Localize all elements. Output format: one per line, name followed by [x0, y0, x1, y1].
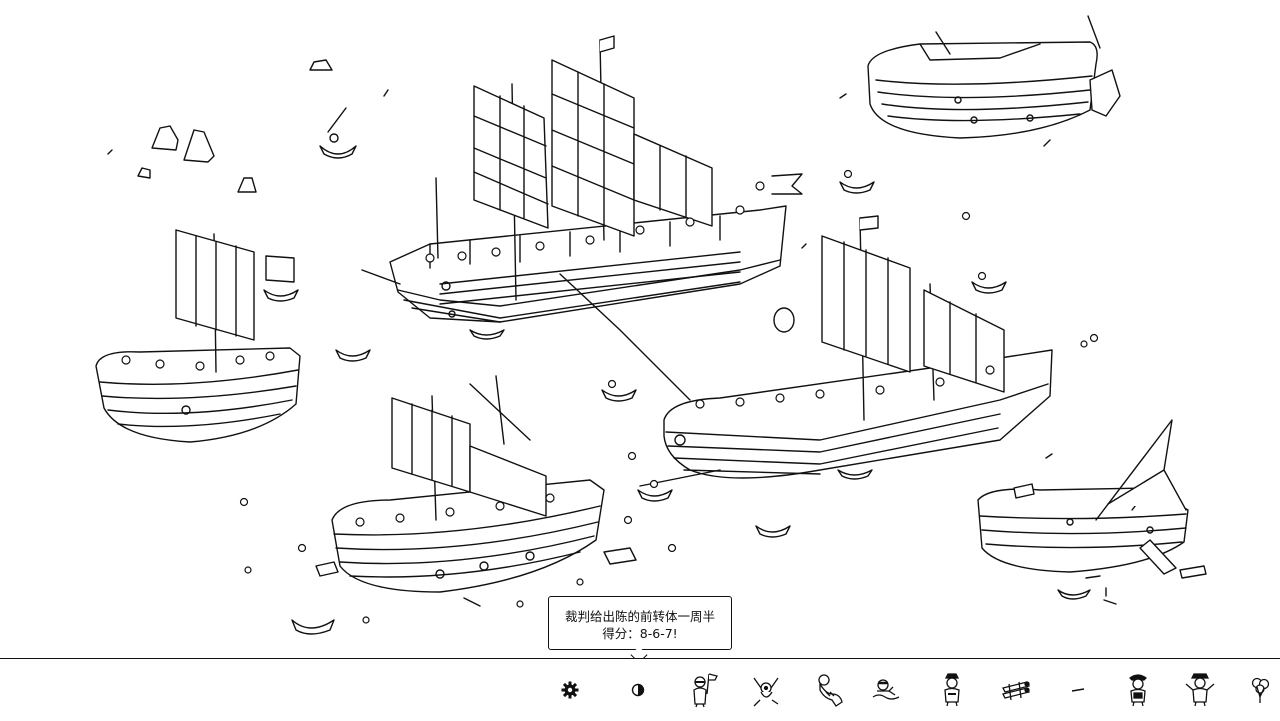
- hint-item-dancer-icon: [753, 677, 779, 707]
- swimmers[interactable]: [239, 169, 1099, 624]
- hint-slot-pirate[interactable]: [1118, 668, 1158, 712]
- hint-slot-sailor[interactable]: [932, 668, 972, 712]
- hint-slot-mermaid[interactable]: [810, 668, 850, 712]
- settings-button[interactable]: [550, 668, 590, 712]
- hint-item-balloon-icon: [1251, 677, 1270, 703]
- hint-item-flag-bearer-icon: [693, 673, 718, 708]
- junk-ship-right[interactable]: [559, 215, 1053, 487]
- hint-slot-ball[interactable]: [618, 668, 658, 712]
- hint-item-pirate-icon: [1129, 674, 1147, 707]
- junk-ship-large[interactable]: [361, 35, 803, 323]
- galleon-top-right[interactable]: [867, 15, 1121, 139]
- hint-slot-dancer[interactable]: [746, 668, 786, 712]
- hint-item-waving-person-icon: [1185, 673, 1215, 707]
- game-scene[interactable]: [0, 0, 1280, 658]
- hint-item-ball-icon: [631, 683, 645, 697]
- hint-slot-swimmer[interactable]: [866, 668, 906, 712]
- hint-item-logs-icon: [1002, 681, 1030, 701]
- hint-item-sailor-icon: [944, 673, 960, 707]
- hint-tooltip: 裁判给出陈的前转体一周半 得分：8-6-7!: [548, 596, 732, 664]
- hint-slot-flag-bearer[interactable]: [682, 668, 722, 712]
- hint-slot-dash[interactable]: [1058, 668, 1098, 712]
- hint-line-2: 得分：8-6-7!: [602, 626, 678, 641]
- rocks-cluster[interactable]: [137, 59, 333, 193]
- hint-item-swimmer-icon: [872, 679, 900, 700]
- rowboat-small[interactable]: [319, 107, 357, 159]
- hint-line-1: 裁判给出陈的前转体一周半: [564, 609, 715, 624]
- hint-item-dash-icon: [1071, 688, 1085, 692]
- ship-bottom-left[interactable]: [331, 375, 605, 593]
- floating-debris[interactable]: [107, 89, 1207, 607]
- hint-item-mermaid-icon: [818, 674, 843, 707]
- hint-slot-balloon[interactable]: [1240, 668, 1280, 712]
- shipwreck-right[interactable]: [977, 419, 1189, 575]
- rowboats[interactable]: [263, 181, 1091, 635]
- hint-slot-logs[interactable]: [996, 668, 1036, 712]
- settings-gear-icon: [561, 681, 579, 699]
- ship-left[interactable]: [95, 229, 301, 443]
- hint-slot-waving-person[interactable]: [1180, 668, 1220, 712]
